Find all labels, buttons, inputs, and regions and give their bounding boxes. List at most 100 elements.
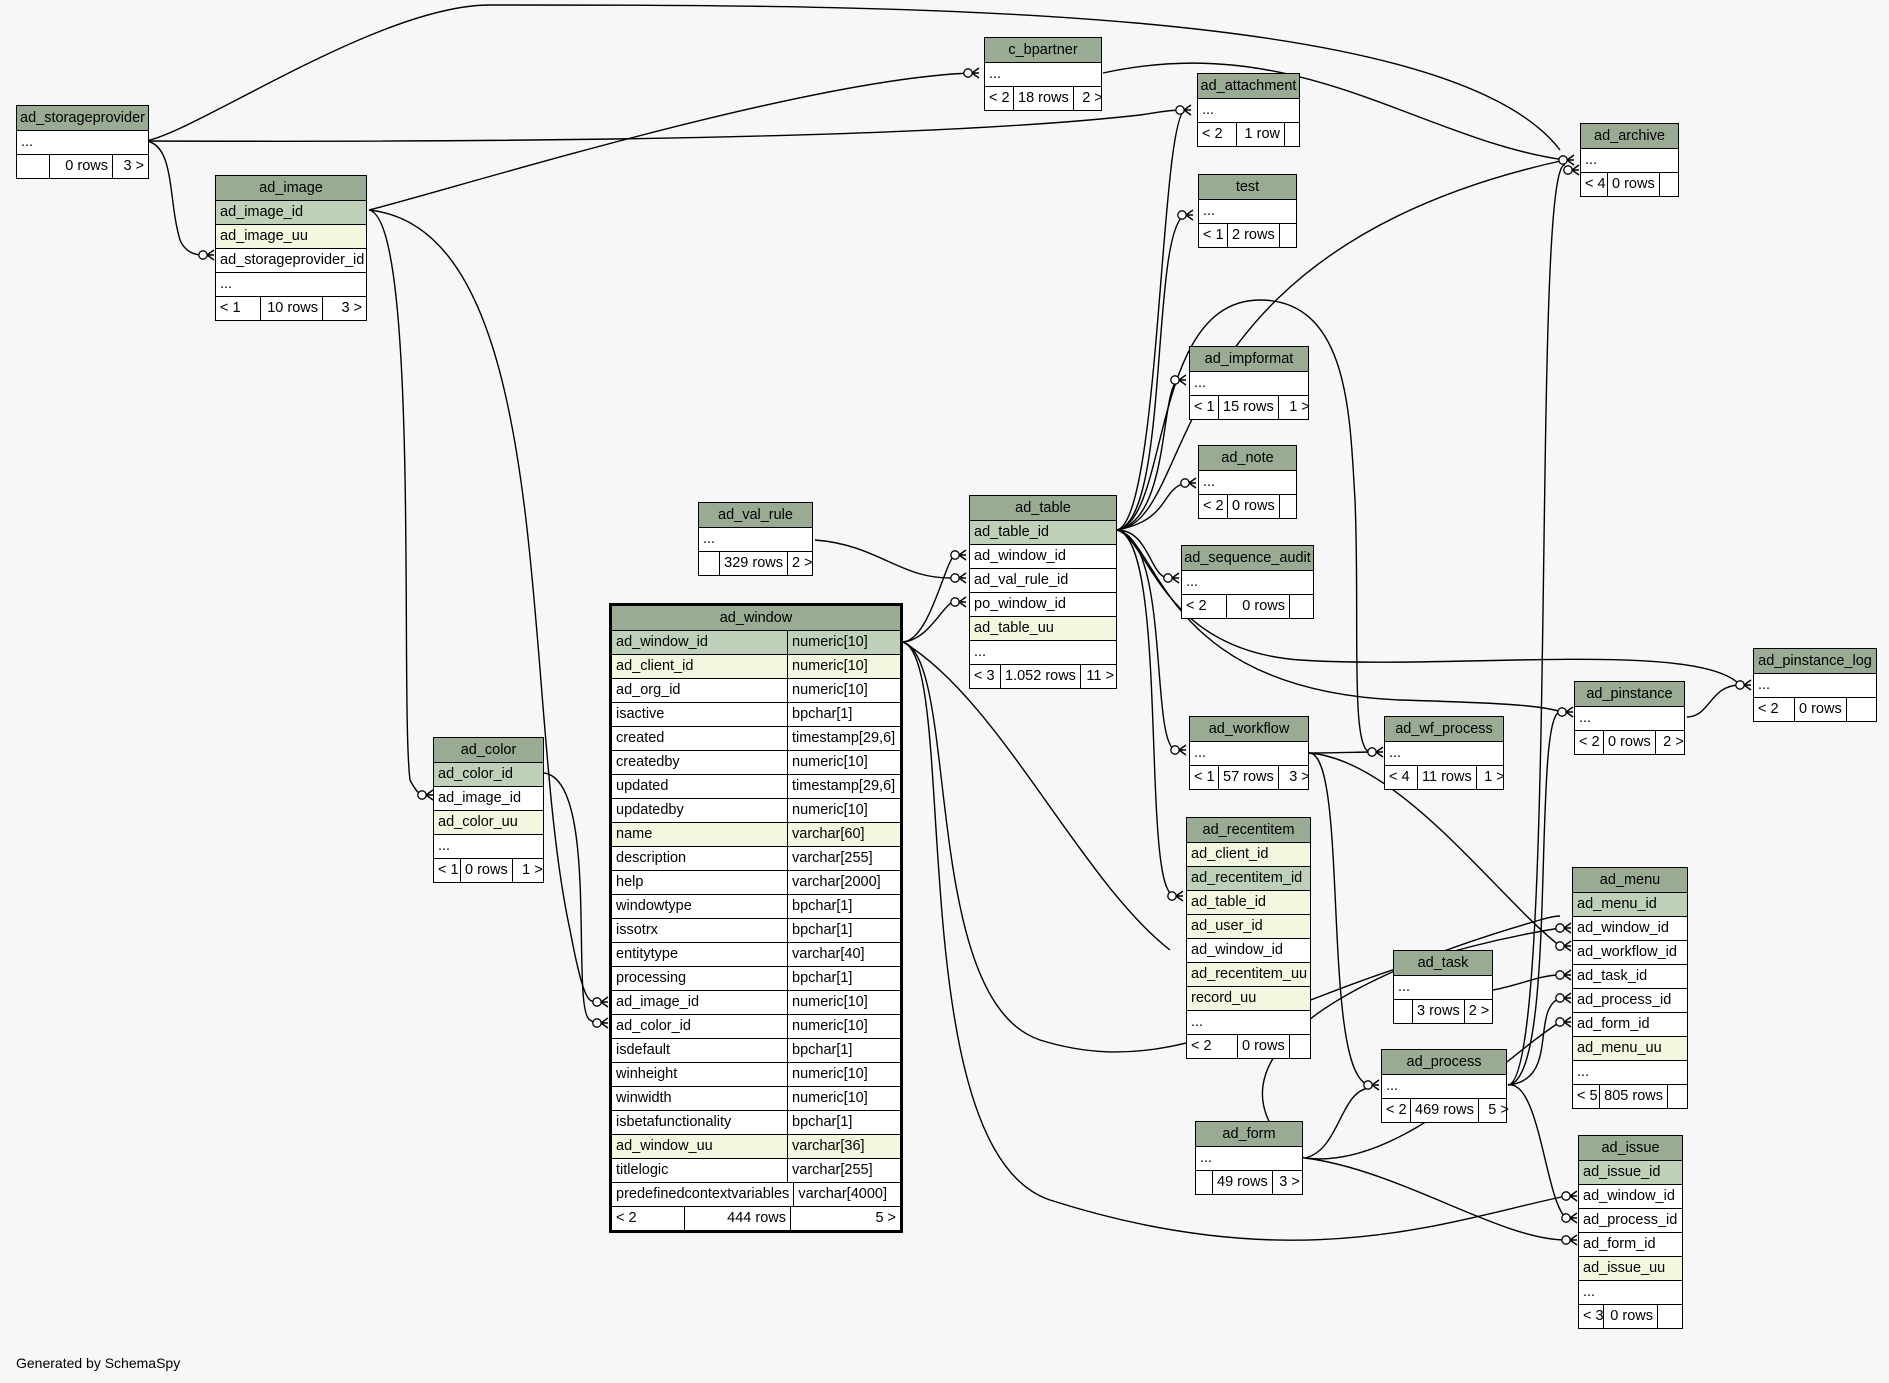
table-header: ad_process — [1382, 1050, 1506, 1074]
column-name: ... — [1200, 1150, 1213, 1166]
column-type: bpchar[1] — [787, 1039, 900, 1062]
row-count: 0 rows — [1603, 1305, 1657, 1328]
optional-cardinality-marker — [1167, 891, 1177, 901]
column-name: ... — [1398, 979, 1411, 995]
column-row: ad_color_uu — [434, 810, 543, 834]
table-header: c_bpartner — [985, 38, 1101, 62]
column-type: numeric[10] — [787, 1087, 900, 1110]
column-type: numeric[10] — [787, 1015, 900, 1038]
column-row: ad_image_id — [216, 200, 366, 224]
column-name: ... — [1191, 1014, 1204, 1030]
crowfoot-marker — [600, 1017, 609, 1029]
table-header: ad_issue — [1579, 1136, 1682, 1160]
crowfoot-marker — [1375, 746, 1384, 758]
column-name: ad_client_id — [616, 658, 694, 674]
column-row: ... — [1581, 148, 1678, 172]
optional-cardinality-marker — [1170, 745, 1180, 755]
column-name: updatedby — [616, 802, 684, 818]
column-name: description — [616, 850, 687, 866]
column-row: ... — [1187, 1010, 1310, 1034]
optional-cardinality-marker — [950, 550, 960, 560]
column-name: ... — [703, 531, 716, 547]
column-name: ... — [1386, 1078, 1399, 1094]
table-header: ad_menu — [1573, 868, 1687, 892]
column-name: ad_task_id — [1577, 968, 1648, 984]
table-header: ad_note — [1199, 446, 1296, 470]
row-count: 0 rows — [1603, 731, 1655, 754]
column-row: ad_window_id — [1187, 938, 1310, 962]
children-count: 2 > — [1463, 1000, 1493, 1023]
column-name: ... — [1186, 574, 1199, 590]
children-count — [1657, 1305, 1682, 1328]
crowfoot-marker — [600, 996, 609, 1008]
column-type: varchar[4000] — [793, 1183, 900, 1206]
children-count: 3 > — [1271, 1171, 1304, 1194]
children-count: 2 > — [787, 552, 813, 575]
parents-count: < 1 — [1194, 769, 1215, 785]
column-name: windowtype — [616, 898, 692, 914]
relationship-line — [902, 641, 1171, 951]
column-row: ... — [1575, 706, 1684, 730]
column-name: ... — [1203, 474, 1216, 490]
column-name: ad_window_id — [1191, 942, 1283, 958]
row-count: 0 rows — [1226, 595, 1289, 618]
relationship-line — [1116, 529, 1176, 896]
column-row: ... — [1190, 741, 1308, 765]
column-name: ad_window_uu — [616, 1138, 713, 1154]
row-count: 1.052 rows — [1000, 665, 1080, 688]
row-count: 0 rows — [49, 155, 112, 178]
children-count: 3 > — [1277, 766, 1314, 789]
row-count: 0 rows — [1227, 495, 1279, 518]
column-name: ... — [21, 134, 34, 150]
column-type: varchar[255] — [787, 847, 900, 870]
column-type: numeric[10] — [787, 679, 900, 702]
parents-count: < 2 — [1386, 1102, 1407, 1118]
optional-cardinality-marker — [1363, 1080, 1373, 1090]
children-count — [1667, 1085, 1687, 1108]
table-header: ad_pinstance_log — [1754, 649, 1876, 673]
column-row: ad_table_id — [970, 520, 1116, 544]
column-row: ... — [1382, 1074, 1506, 1098]
crowfoot-marker — [1371, 1079, 1380, 1091]
children-count — [1278, 224, 1300, 247]
optional-cardinality-marker — [417, 790, 427, 800]
crowfoot-marker — [1183, 104, 1192, 116]
column-row: ad_menu_id — [1573, 892, 1687, 916]
column-type: numeric[10] — [787, 655, 900, 678]
parents-count — [17, 155, 49, 178]
column-type: numeric[10] — [787, 751, 900, 774]
column-name: processing — [616, 970, 687, 986]
column-name: isbetafunctionality — [616, 1114, 732, 1130]
column-name: ... — [1194, 375, 1207, 391]
